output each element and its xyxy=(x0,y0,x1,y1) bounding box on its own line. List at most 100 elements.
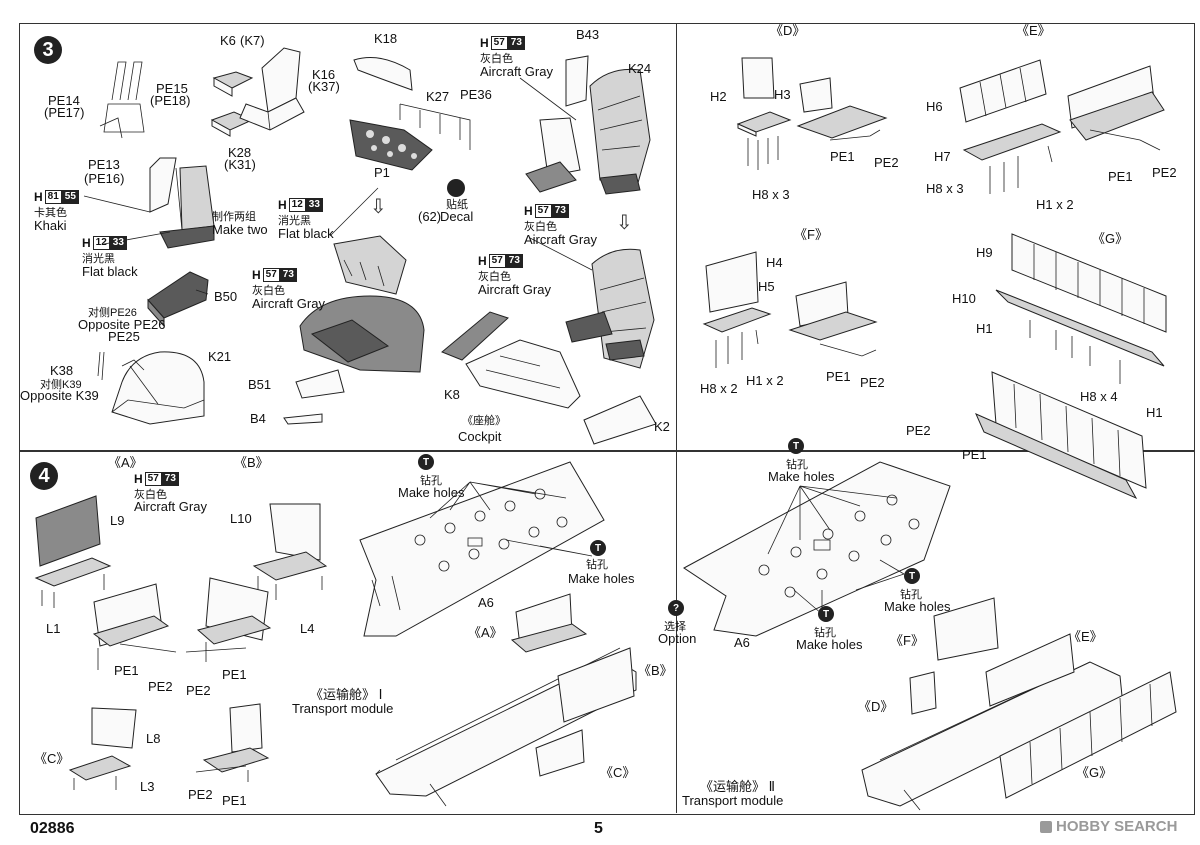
step3-frame xyxy=(19,23,1195,452)
label-l3: L3 xyxy=(140,779,155,794)
asm-d-label: 《D》 xyxy=(858,699,894,714)
cockpit-tub-drawing xyxy=(283,295,425,425)
label-pe36: PE36 xyxy=(460,87,492,102)
panel-g-title: 《G》 xyxy=(1092,231,1129,246)
pe-frame-drawing xyxy=(99,61,145,139)
label-k24: K24 xyxy=(628,61,652,76)
label-b43: B43 xyxy=(576,27,600,42)
asm-a-label: 《A》 xyxy=(468,625,503,640)
label-b50: B50 xyxy=(214,289,238,304)
panel-g-h9: H9 xyxy=(976,245,993,260)
k21-floor-drawing xyxy=(97,351,205,425)
panel-d-pe2: PE2 xyxy=(874,155,899,170)
panel-g-h1a: H1 xyxy=(976,321,993,336)
step-4-badge: 4 xyxy=(30,462,58,490)
drill-icon: T xyxy=(418,454,434,470)
option-icon: ? xyxy=(668,600,684,616)
b50-block-drawing xyxy=(147,271,209,328)
b43-box-drawing xyxy=(565,55,589,107)
panel-f-drawing xyxy=(702,251,878,368)
panel-f-pe1: PE1 xyxy=(826,369,851,384)
panel-e-drawing xyxy=(959,59,1165,194)
make-holes-en: Make holes xyxy=(568,571,635,586)
k27-bracket-drawing xyxy=(399,103,471,150)
module1-title-cn: 《运输舱》 Ⅰ xyxy=(310,687,383,702)
make-holes-en: Make holes xyxy=(884,599,951,614)
seat-c-drawing xyxy=(68,707,137,790)
label-l10: L10 xyxy=(230,511,252,526)
product-code: 02886 xyxy=(30,820,75,837)
panel-d-h3: H3 xyxy=(774,87,791,102)
label-pe2-b: PE2 xyxy=(186,683,211,698)
make-holes-en: Make holes xyxy=(768,469,835,484)
seat-b-drawing xyxy=(252,503,328,600)
make-holes-cn: 钻孔 xyxy=(786,459,808,471)
label-pe2-c: PE2 xyxy=(188,787,213,802)
step4-b-title: 《B》 xyxy=(234,455,269,470)
cockpit-title-cn: 《座舱》 xyxy=(462,415,506,427)
step4-frame xyxy=(19,450,1195,815)
decal-num: (62) xyxy=(418,209,442,224)
drill-icon: T xyxy=(904,568,920,584)
label-l8: L8 xyxy=(146,731,161,746)
panel-e-pe2: PE2 xyxy=(1152,165,1177,180)
label-a6-b: A6 xyxy=(734,635,750,650)
make-holes-en: Make holes xyxy=(796,637,863,652)
option-cn: 选择 xyxy=(664,621,686,633)
paint-gray-2-cn: 灰白色 xyxy=(480,53,513,65)
seat-cushion-drawing xyxy=(210,71,254,137)
a6-floor-2-drawing xyxy=(683,461,951,637)
asm-c-label: 《C》 xyxy=(600,765,636,780)
panel-e-title: 《E》 xyxy=(1016,23,1051,38)
label-l9: L9 xyxy=(110,513,125,528)
a6-floor-1-drawing xyxy=(359,461,605,637)
label-pe13: PE13 xyxy=(88,157,120,172)
paint-gray-3-en: Aircraft Gray xyxy=(524,232,597,247)
panel-e-pe1: PE1 xyxy=(1108,169,1133,184)
step4-divider xyxy=(676,450,677,813)
panel-e-h6: H6 xyxy=(926,99,943,114)
panel-f-title: 《F》 xyxy=(794,227,828,242)
paint-flat-black-1-cn: 消光黑 xyxy=(82,253,115,265)
label-k2: K2 xyxy=(654,419,670,434)
label-pe1-a: PE1 xyxy=(114,663,139,678)
seat-c2-drawing xyxy=(195,703,270,782)
module1-drawing xyxy=(375,593,637,807)
label-a6: A6 xyxy=(478,595,494,610)
label-k8: K8 xyxy=(444,387,460,402)
panel-g-pe1: PE1 xyxy=(962,447,987,462)
module2-drawing xyxy=(861,597,1177,811)
pilot-seat-bottom-drawing xyxy=(565,248,655,369)
panel-d-title: 《D》 xyxy=(770,23,806,38)
label-k28: K28 xyxy=(228,145,252,160)
panel-f-h1x2: H1 x 2 xyxy=(746,373,784,388)
paint-khaki-cn: 卡其色 xyxy=(34,207,67,219)
seat-a-assembled-drawing xyxy=(92,583,177,670)
paint-gray-3-cn: 灰白色 xyxy=(524,221,557,233)
opposite-k39-cn: 对侧K39 xyxy=(40,379,82,391)
label-k6: K6 xyxy=(220,33,236,48)
paint-gray-4-en: Aircraft Gray xyxy=(478,282,551,297)
paint-khaki-en: Khaki xyxy=(34,218,67,233)
label-pe1-c: PE1 xyxy=(222,793,247,808)
panel-g-drawing xyxy=(975,233,1167,500)
step4-paint-en: Aircraft Gray xyxy=(134,499,207,514)
drill-icon: T xyxy=(590,540,606,556)
label-p1: P1 xyxy=(374,165,390,180)
make-two-en: Make two xyxy=(212,222,268,237)
panel-e-h7: H7 xyxy=(934,149,951,164)
pilot-seat-top-drawing xyxy=(525,68,651,195)
step-3-badge: 3 xyxy=(34,36,62,64)
step4-c-title: 《C》 xyxy=(34,751,70,766)
make-holes-cn: 钻孔 xyxy=(900,589,922,601)
drill-leader-lines xyxy=(429,481,905,615)
watermark-logo-icon xyxy=(1040,820,1052,833)
panel-d-h8x3: H8 x 3 xyxy=(752,187,790,202)
step4-a-title: 《A》 xyxy=(108,455,143,470)
label-k7: (K7) xyxy=(240,33,265,48)
